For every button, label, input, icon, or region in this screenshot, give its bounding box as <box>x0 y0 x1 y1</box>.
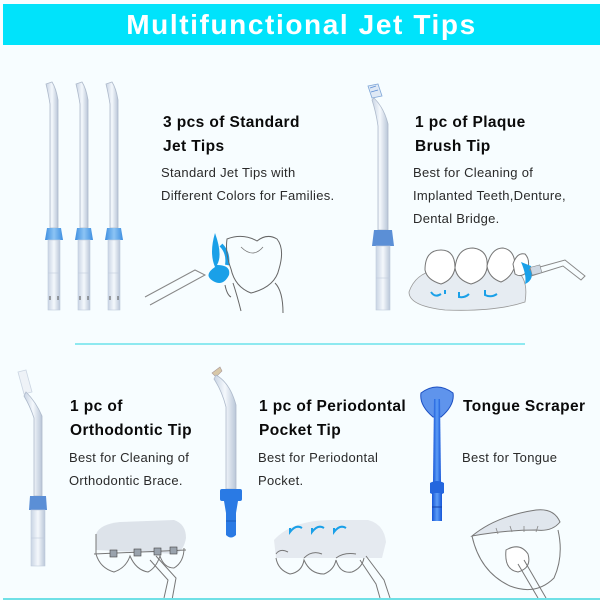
title-line: Orthodontic Tip <box>70 422 192 439</box>
section-divider <box>75 343 525 345</box>
title-line: 1 pc of Plaque <box>415 114 526 131</box>
title-line: Jet Tips <box>163 138 225 155</box>
bottom-border <box>3 598 600 600</box>
title-line: 3 pcs of Standard <box>163 114 300 131</box>
item-desc-orthodontic-tip: Best for Cleaning of Orthodontic Brace. <box>69 446 189 492</box>
denture-cleaning-illustration <box>408 247 586 311</box>
standard-jet-tip-icon <box>45 81 124 311</box>
desc-line: Best for Cleaning of <box>69 450 190 465</box>
desc-line: Standard Jet Tips with <box>161 165 296 180</box>
desc-line: Implanted Teeth,Denture, <box>413 188 566 203</box>
desc-line: Pocket. <box>258 473 304 488</box>
item-title-orthodontic-tip: 1 pc of Orthodontic Tip <box>70 395 192 443</box>
orthodontic-tip-icon <box>17 369 47 567</box>
desc-line: Best for Periodontal <box>258 450 379 465</box>
title-line: Pocket Tip <box>259 422 342 439</box>
desc-line: Best for Cleaning of <box>413 165 534 180</box>
periodontal-pocket-tip-icon <box>211 366 242 538</box>
item-desc-periodontal-pocket-tip: Best for Periodontal Pocket. <box>258 446 378 492</box>
title-line: 1 pc of Periodontal <box>259 398 407 415</box>
title-line: Brush Tip <box>415 138 491 155</box>
item-title-tongue-scraper: Tongue Scraper <box>463 395 585 419</box>
item-desc-tongue-scraper: Best for Tongue <box>462 446 557 469</box>
desc-line: Different Colors for Families. <box>161 188 335 203</box>
title-line: Tongue Scraper <box>463 398 586 415</box>
item-desc-plaque-brush-tip: Best for Cleaning of Implanted Teeth,Den… <box>413 161 566 230</box>
title-line: 1 pc of <box>70 398 123 415</box>
header-banner: Multifunctional Jet Tips <box>3 4 600 45</box>
gum-pocket-illustration <box>274 520 391 599</box>
tongue-cleaning-illustration <box>470 509 561 599</box>
item-title-standard-jet-tips: 3 pcs of Standard Jet Tips <box>163 111 300 159</box>
desc-line: Dental Bridge. <box>413 211 500 226</box>
plaque-brush-tip-icon <box>367 83 394 311</box>
page-title: Multifunctional Jet Tips <box>126 8 477 40</box>
tooth-cleaning-illustration <box>144 233 284 314</box>
desc-line: Orthodontic Brace. <box>69 473 183 488</box>
item-title-plaque-brush-tip: 1 pc of Plaque Brush Tip <box>415 111 526 159</box>
tongue-scraper-icon <box>420 386 454 521</box>
braces-cleaning-illustration <box>93 520 187 600</box>
desc-line: Best for Tongue <box>462 450 558 465</box>
item-desc-standard-jet-tips: Standard Jet Tips with Different Colors … <box>161 161 334 207</box>
item-title-periodontal-pocket-tip: 1 pc of Periodontal Pocket Tip <box>259 395 406 443</box>
